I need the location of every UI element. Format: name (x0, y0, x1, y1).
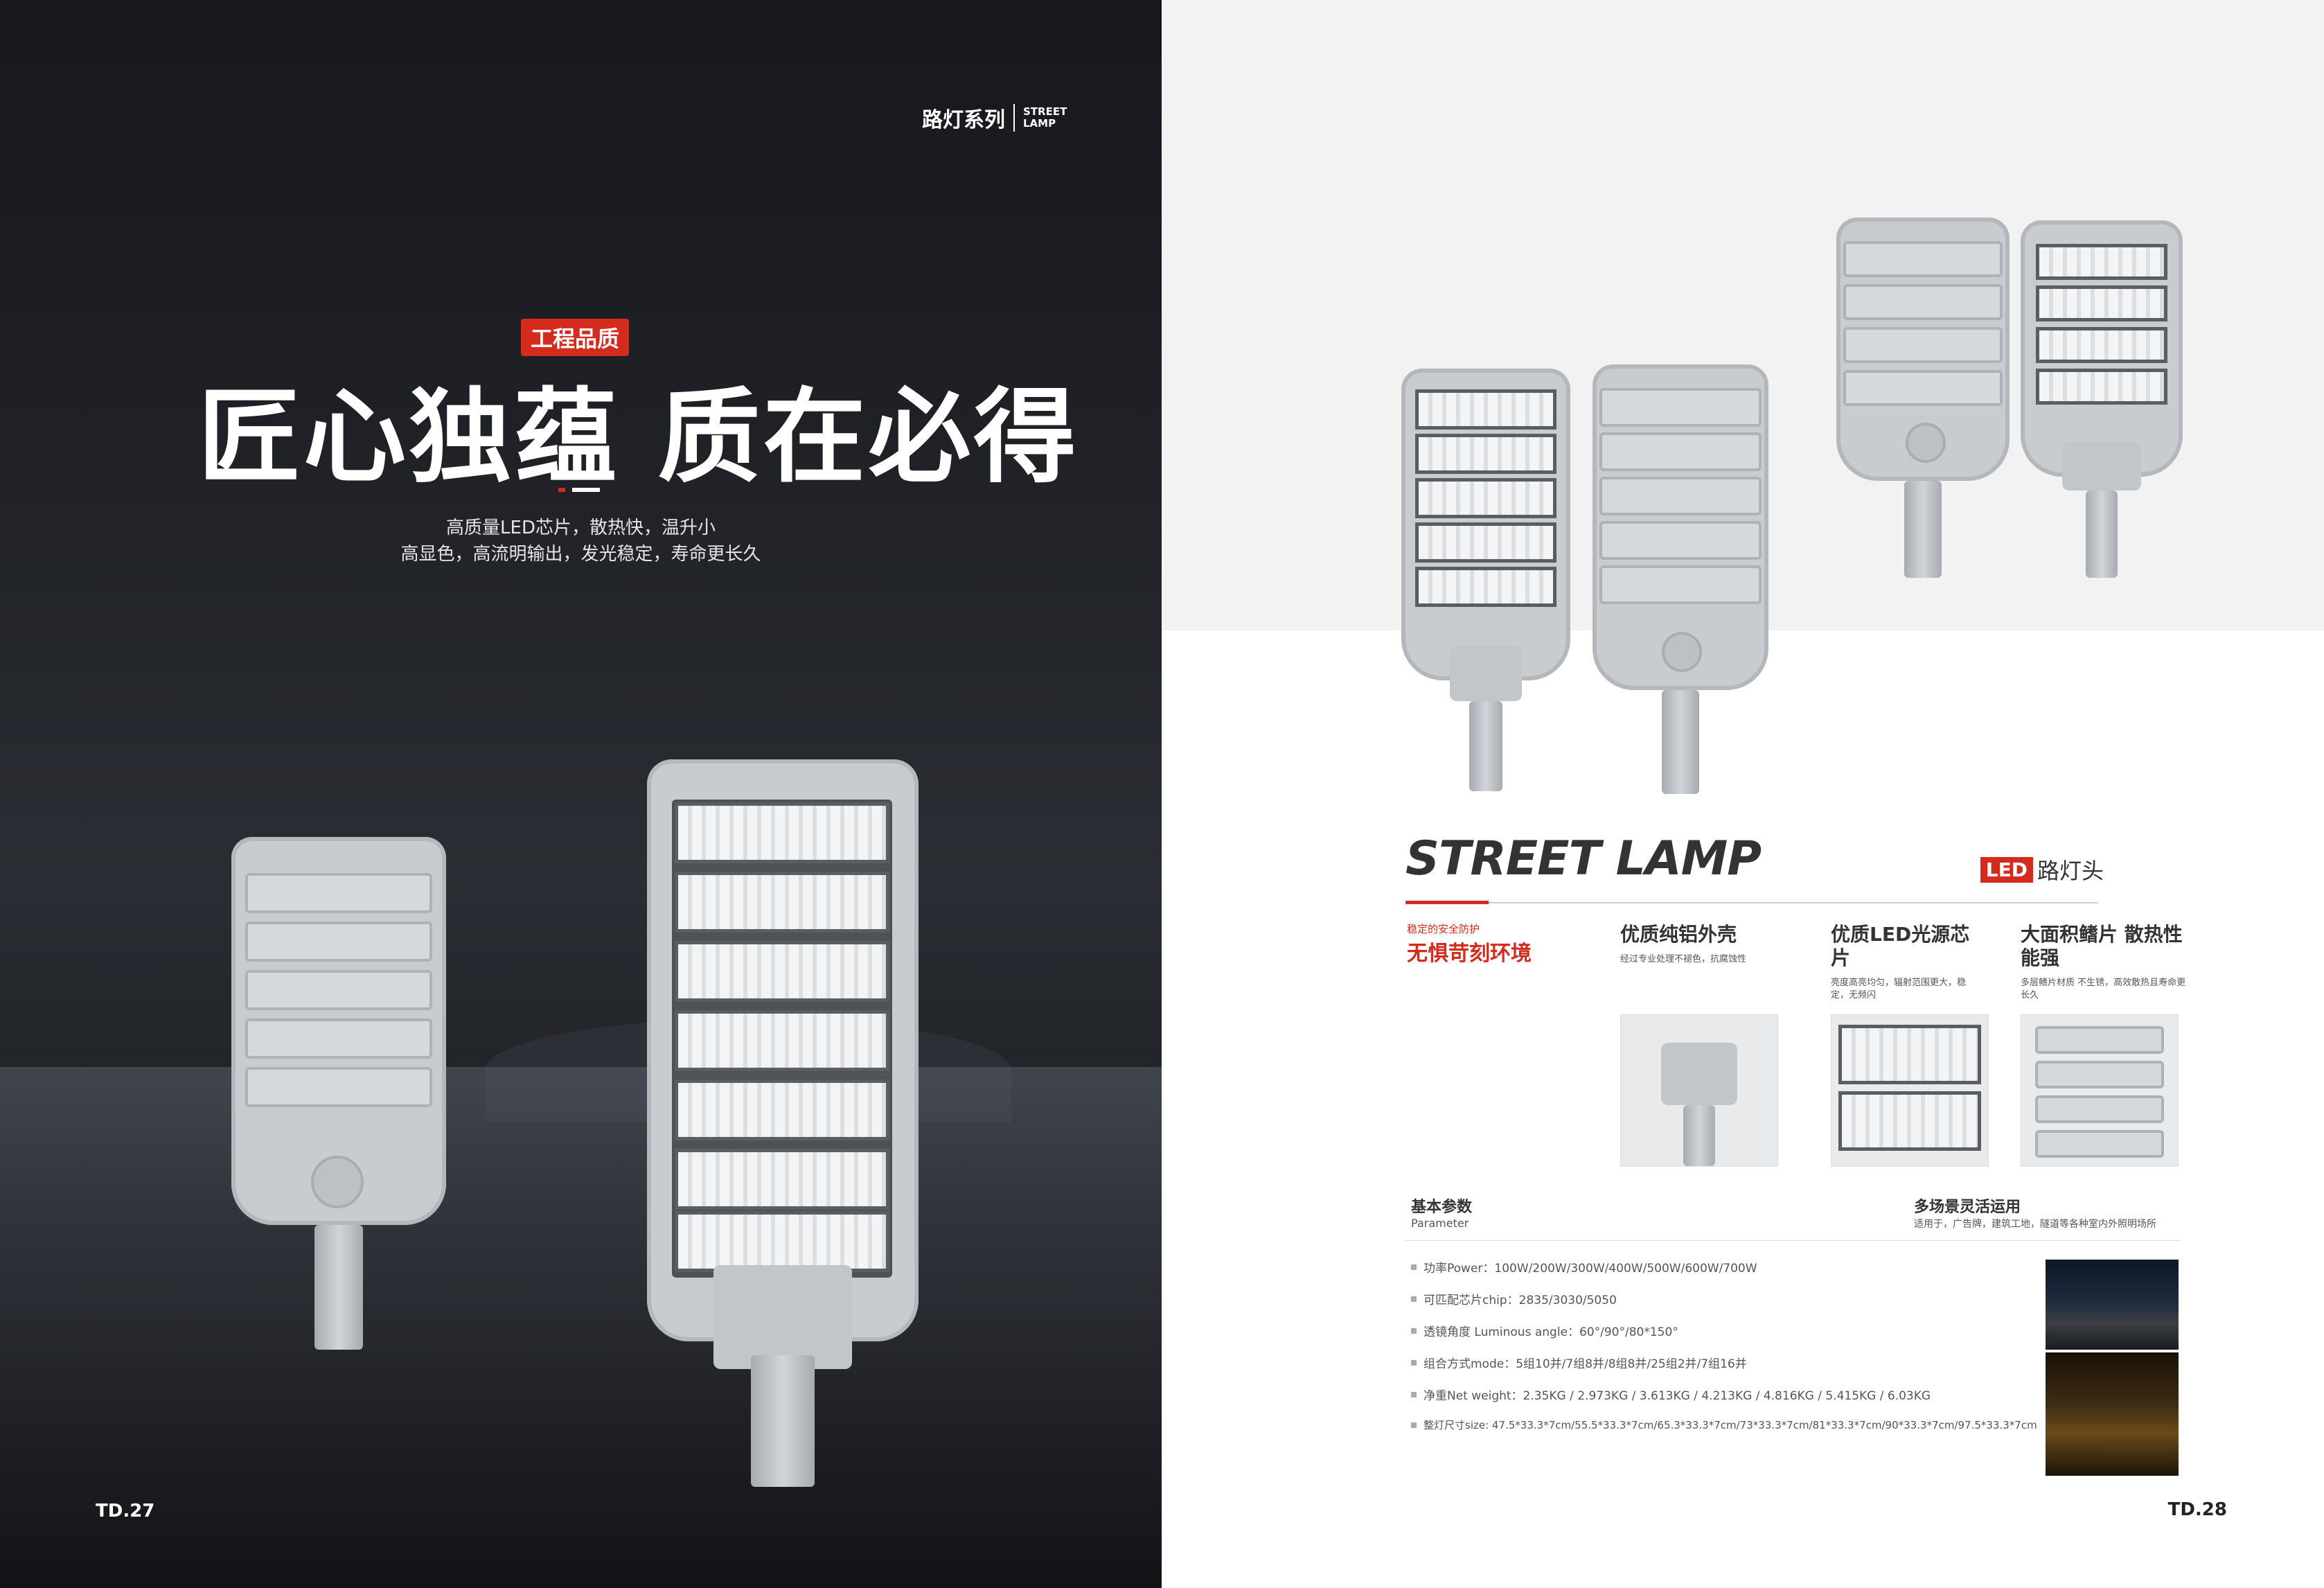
param-power: 功率Power：100W/200W/300W/400W/500W/600W/70… (1423, 1262, 1757, 1276)
left-page: 路灯系列 STREET LAMP 工程品质 匠心独蕴 质在必得 高质量LED芯片… (0, 0, 1162, 1588)
street-lamp-large (647, 759, 919, 1487)
param-chip: 可匹配芯片chip：2835/3030/5050 (1423, 1294, 1617, 1307)
param-row: 可匹配芯片chip：2835/3030/5050 (1411, 1290, 1617, 1307)
title-rule-accent (1405, 901, 1489, 904)
street-lamp-small (231, 837, 446, 1350)
param-weight: 净重Net weight：2.35KG / 2.973KG / 3.613KG … (1423, 1389, 1931, 1403)
param-row: 透镜角度 Luminous angle：60°/90°/80*150° (1411, 1322, 1678, 1339)
thumb-housing (1620, 1014, 1778, 1167)
headline-dash (558, 488, 600, 492)
feature-1: 稳定的安全防护 无惧苛刻环境 (1407, 921, 1587, 967)
quality-tag: 工程品质 (521, 319, 630, 356)
scene-photo-highway (2046, 1352, 2179, 1476)
thumb-led-chip (1831, 1014, 1989, 1167)
feature-4-heading: 大面积鳍片 散热性能强 (2021, 923, 2183, 969)
series-cn: 路灯系列 (922, 108, 1005, 132)
series-label: 路灯系列 STREET LAMP (922, 103, 1079, 133)
sea-background (0, 1067, 1162, 1588)
feature-2-desc: 经过专业处理不褪色，抗腐蚀性 (1620, 954, 1747, 964)
product-photo-2 (1593, 364, 1768, 794)
series-en: STREET LAMP (1023, 105, 1067, 130)
param-header: 基本参数 Parameter (1411, 1194, 1472, 1230)
product-title: STREET LAMP (1405, 831, 1762, 886)
product-photo-1 (1401, 369, 1570, 791)
scene-header: 多场景灵活运用 适用于，广告牌，建筑工地，隧道等各种室内外照明场所 (1914, 1194, 2205, 1230)
led-badge-label: LED (1980, 856, 2033, 883)
feature-1-small: 稳定的安全防护 (1407, 923, 1480, 935)
series-divider (1013, 104, 1015, 132)
page-number-right: TD.28 (2167, 1499, 2227, 1520)
right-page: STREET LAMP LED 路灯头 稳定的安全防护 无惧苛刻环境 优质纯铝外… (1162, 0, 2324, 1588)
feature-3-desc: 亮度高亮均匀，辐射范围更大，稳定，无频闪 (1831, 978, 1967, 1000)
subtitle-line-1: 高质量LED芯片，散热快，温升小 (446, 518, 716, 538)
feature-2-heading: 优质纯铝外壳 (1620, 923, 1737, 946)
param-angle: 透镜角度 Luminous angle：60°/90°/80*150° (1423, 1325, 1678, 1339)
feature-4: 大面积鳍片 散热性能强 多层鳍片材质 不生锈，高效散热且寿命更长久 (2021, 923, 2187, 1002)
thumb-fins (2021, 1014, 2179, 1167)
param-subtitle: Parameter (1411, 1217, 1469, 1230)
headline: 匠心独蕴 质在必得 (198, 378, 1079, 497)
feature-3: 优质LED光源芯片 亮度高亮均匀，辐射范围更大，稳定，无频闪 (1831, 923, 1983, 1002)
param-row: 功率Power：100W/200W/300W/400W/500W/600W/70… (1411, 1258, 1757, 1276)
feature-1-big: 无惧苛刻环境 (1407, 942, 1532, 966)
product-photo-3 (1836, 218, 2010, 578)
scene-desc: 适用于，广告牌，建筑工地，隧道等各种室内外照明场所 (1914, 1219, 2156, 1230)
led-badge: LED 路灯头 (1980, 854, 2104, 885)
feature-4-desc: 多层鳍片材质 不生锈，高效散热且寿命更长久 (2021, 978, 2186, 1000)
page-number-left: TD.27 (96, 1501, 155, 1521)
param-mode: 组合方式mode：5组10并/7组8并/8组8并/25组2并/7组16并 (1423, 1357, 1747, 1371)
param-row: 净重Net weight：2.35KG / 2.973KG / 3.613KG … (1411, 1386, 1931, 1403)
subtitle-line-2: 高显色，高流明输出，发光稳定，寿命更长久 (400, 544, 761, 565)
param-rule (1405, 1240, 2181, 1241)
product-photo-4 (2021, 220, 2183, 578)
feature-2: 优质纯铝外壳 经过专业处理不褪色，抗腐蚀性 (1620, 923, 1800, 966)
title-rule (1405, 902, 2098, 903)
param-title: 基本参数 (1411, 1199, 1473, 1216)
led-badge-text: 路灯头 (2037, 858, 2104, 884)
feature-3-heading: 优质LED光源芯片 (1831, 923, 1970, 969)
scene-title: 多场景灵活运用 (1914, 1199, 2021, 1216)
param-row: 整灯尺寸size: 47.5*33.3*7cm/55.5*33.3*7cm/65… (1411, 1418, 2037, 1432)
scene-photo-night-road (2046, 1260, 2179, 1350)
param-row: 组合方式mode：5组10并/7组8并/8组8并/25组2并/7组16并 (1411, 1354, 1747, 1371)
param-size: 整灯尺寸size: 47.5*33.3*7cm/55.5*33.3*7cm/65… (1423, 1419, 2037, 1431)
